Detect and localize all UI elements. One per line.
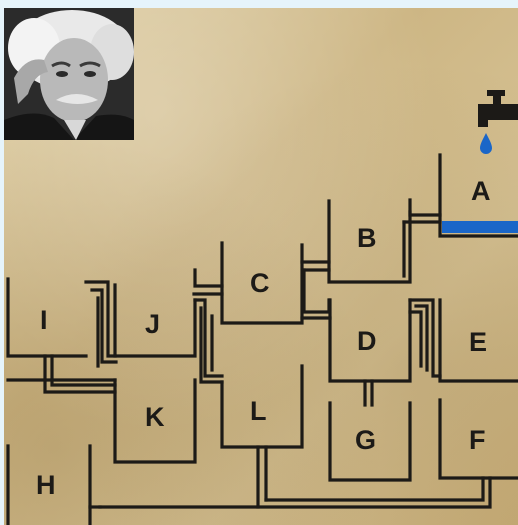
tank-label-i: I: [40, 305, 48, 335]
tank-a-water: [442, 221, 518, 233]
tank-l: [222, 366, 302, 507]
faucet-icon: [478, 90, 518, 127]
tank-c: [194, 243, 302, 323]
portrait-illustration: [4, 8, 134, 140]
tank-label-g: G: [355, 425, 376, 455]
portrait-photo: [4, 8, 134, 140]
tank-label-b: B: [357, 223, 377, 253]
tank-label-d: D: [357, 326, 377, 356]
tank-label-l: L: [250, 396, 267, 426]
tank-label-a: A: [471, 176, 491, 206]
tank-label-c: C: [250, 268, 270, 298]
pipe-b-to-d: [302, 270, 330, 318]
tank-label-j: J: [145, 309, 160, 339]
tank-label-h: H: [36, 470, 56, 500]
water-drop-icon: [480, 133, 492, 154]
tank-label-f: F: [469, 425, 486, 455]
tank-label-e: E: [469, 327, 487, 357]
tank-d: [330, 300, 440, 405]
tank-b: [302, 201, 410, 282]
tank-label-k: K: [145, 402, 165, 432]
